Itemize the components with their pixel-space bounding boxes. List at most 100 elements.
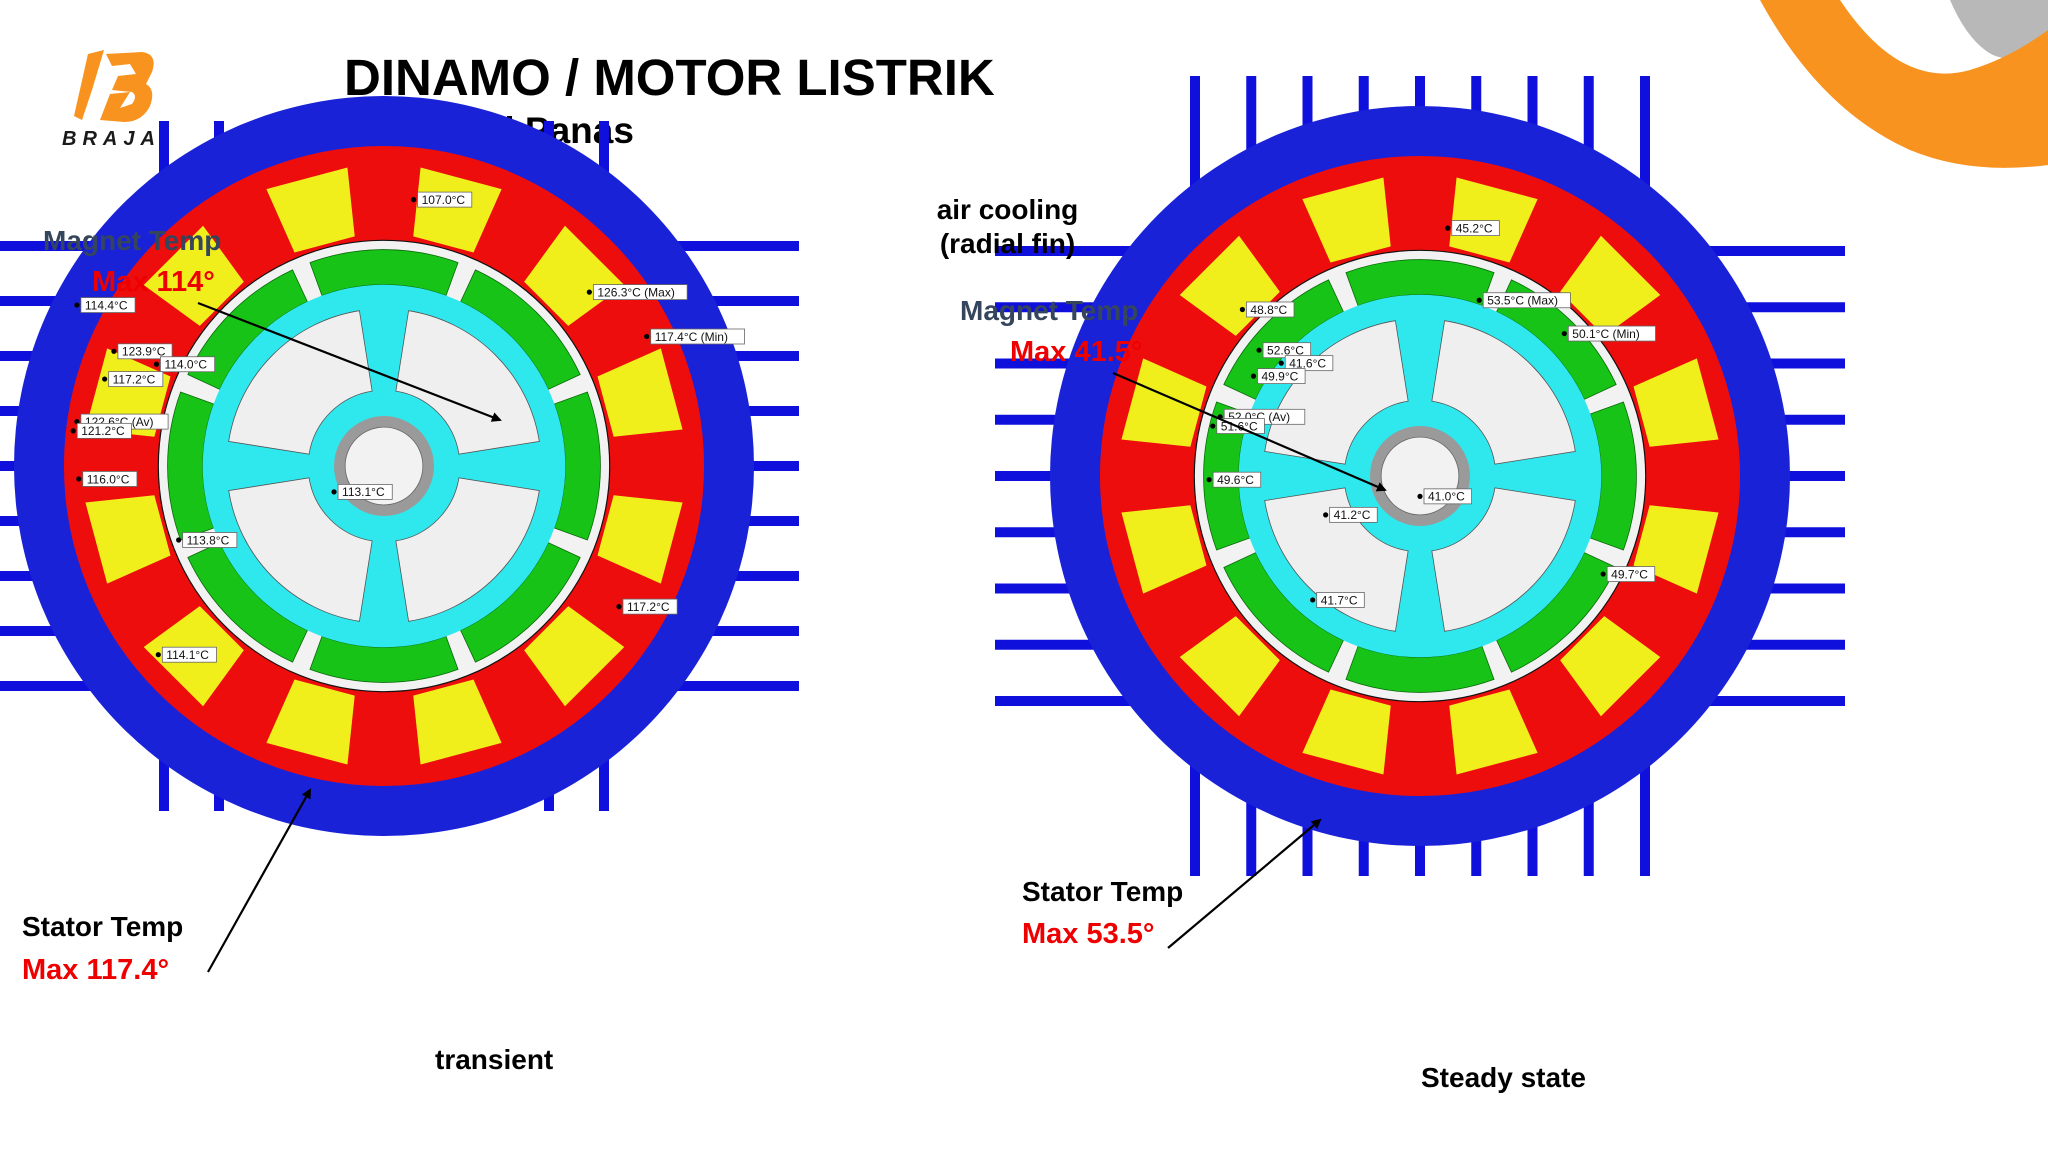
cooling-label-line1: air cooling <box>936 194 1079 225</box>
probe-p1-marker <box>1256 347 1262 353</box>
rotor-cutout <box>1264 487 1409 632</box>
probe-max-marker <box>586 289 592 295</box>
probe-p4-marker <box>70 428 76 434</box>
transient-caption: transient <box>435 1044 554 1075</box>
stator-winding <box>597 495 683 584</box>
probe-min-box <box>650 328 745 345</box>
stator-winding <box>1179 616 1280 717</box>
probe-w1-marker <box>1239 306 1245 313</box>
stator-winding <box>266 167 355 253</box>
probe-rotor-value: 113.8°C <box>187 533 230 547</box>
probe-max-marker <box>1476 297 1482 303</box>
probe-p5-marker <box>1206 477 1212 483</box>
rotor-cutout <box>395 477 540 622</box>
steady-magnet-arrow <box>1112 371 1387 492</box>
probe-housing-marker <box>1445 225 1451 231</box>
probe-shaft-value: 41.0°C <box>1428 490 1465 504</box>
probe-w1-marker <box>74 302 80 308</box>
probe-p4-box <box>76 422 132 439</box>
stator-winding <box>143 225 244 326</box>
probe-p2-value: 114.0°C <box>164 358 207 372</box>
corner-decoration <box>1760 0 2048 168</box>
probe-shaft-marker <box>1417 493 1423 499</box>
probe-housing-value: 45.2°C <box>1456 221 1493 235</box>
probe-p2-box <box>1284 355 1334 372</box>
probe-housing-value: 107.0°C <box>422 193 466 207</box>
probe-p4-marker <box>1210 423 1216 429</box>
probe-p3-marker <box>1250 373 1257 379</box>
rotor-cutout <box>1431 320 1576 465</box>
probe-p6-marker <box>616 604 622 610</box>
probe-min-marker <box>1561 330 1567 337</box>
probe-rotor-box <box>1329 506 1378 523</box>
probe-min-marker <box>644 333 650 340</box>
stator-winding <box>524 225 625 326</box>
page-title: DINAMO / MOTOR LISTRIK <box>344 49 995 106</box>
stator-winding <box>1302 689 1391 775</box>
transient-magnet-temp-label: Magnet Temp <box>43 225 222 256</box>
probe-w1-box <box>80 297 136 313</box>
probe-p2-marker <box>1278 360 1284 366</box>
probe-shaft-box <box>337 483 393 500</box>
stator-winding <box>1560 616 1661 717</box>
stator-winding <box>1449 177 1538 263</box>
corner-orange-swoosh <box>1760 0 2048 168</box>
probe-p3-value: 49.9°C <box>1262 369 1299 383</box>
transient-stator-temp-label: Stator Temp <box>22 911 184 942</box>
probe-max-value: 53.5°C (Max) <box>1487 294 1558 308</box>
stator-winding <box>1633 358 1719 447</box>
probe-rotor-value: 41.2°C <box>1334 508 1371 522</box>
stator-winding <box>1302 177 1391 263</box>
probe-p5-box <box>1212 471 1262 488</box>
probe-shaft-box <box>1423 488 1472 505</box>
probe-p6-box <box>622 598 678 615</box>
stator-winding <box>413 167 502 253</box>
probe-av-marker <box>74 419 80 425</box>
steady-caption: Steady state <box>1421 1062 1586 1093</box>
stator-winding <box>1121 358 1207 447</box>
probe-p2-value: 41.6°C <box>1289 356 1326 370</box>
probe-p2-box <box>160 356 216 373</box>
probe-p7-marker <box>1310 597 1316 603</box>
steady-stator-temp-label: Stator Temp <box>1022 876 1184 907</box>
callout-arrows <box>197 301 1387 973</box>
rotor-cutout <box>228 310 373 455</box>
probe-p5-value: 116.0°C <box>87 472 130 486</box>
probe-p5-box <box>82 471 138 487</box>
probe-p7-marker <box>155 652 161 658</box>
probe-p3-box <box>108 371 164 387</box>
probe-min-value: 50.1°C (Min) <box>1572 327 1639 341</box>
probe-p7-value: 41.7°C <box>1321 593 1358 607</box>
stator-winding <box>266 679 355 765</box>
probe-housing-marker <box>411 197 417 203</box>
probe-p1-value: 123.9°C <box>122 345 166 359</box>
probe-p7-value: 114.1°C <box>166 648 209 662</box>
probe-max-box <box>592 284 688 301</box>
probe-w1-box <box>1246 301 1295 318</box>
probe-p1-box <box>117 343 173 360</box>
rotor-cutout <box>1431 487 1576 632</box>
stator-winding <box>597 348 683 437</box>
probe-p3-value: 117.2°C <box>113 372 156 386</box>
stator-winding <box>1449 689 1538 775</box>
corner-grey-swoosh <box>1950 0 2048 58</box>
stator-winding <box>413 679 502 765</box>
probe-p1-marker <box>111 348 117 354</box>
probe-rotor-marker <box>176 537 182 543</box>
probe-shaft-value: 113.1°C <box>342 485 385 499</box>
rotor-cutout <box>395 310 540 455</box>
transient-stator-max: Max 117.4° <box>22 954 170 986</box>
probe-p3-marker <box>102 376 108 382</box>
transient-magnet-arrow <box>197 301 502 422</box>
steady-stator-max: Max 53.5° <box>1022 918 1155 950</box>
probe-rotor-marker <box>1323 512 1329 518</box>
probe-p1-value: 52.6°C <box>1267 344 1304 358</box>
rotor-cutout <box>1264 320 1409 465</box>
stator-winding <box>1121 505 1207 594</box>
logo-left-shape <box>74 50 104 120</box>
probe-housing-box <box>1451 220 1500 237</box>
probe-housing-box <box>417 191 473 208</box>
probe-shaft-marker <box>331 489 337 495</box>
probe-p6-value: 117.2°C <box>627 600 670 614</box>
